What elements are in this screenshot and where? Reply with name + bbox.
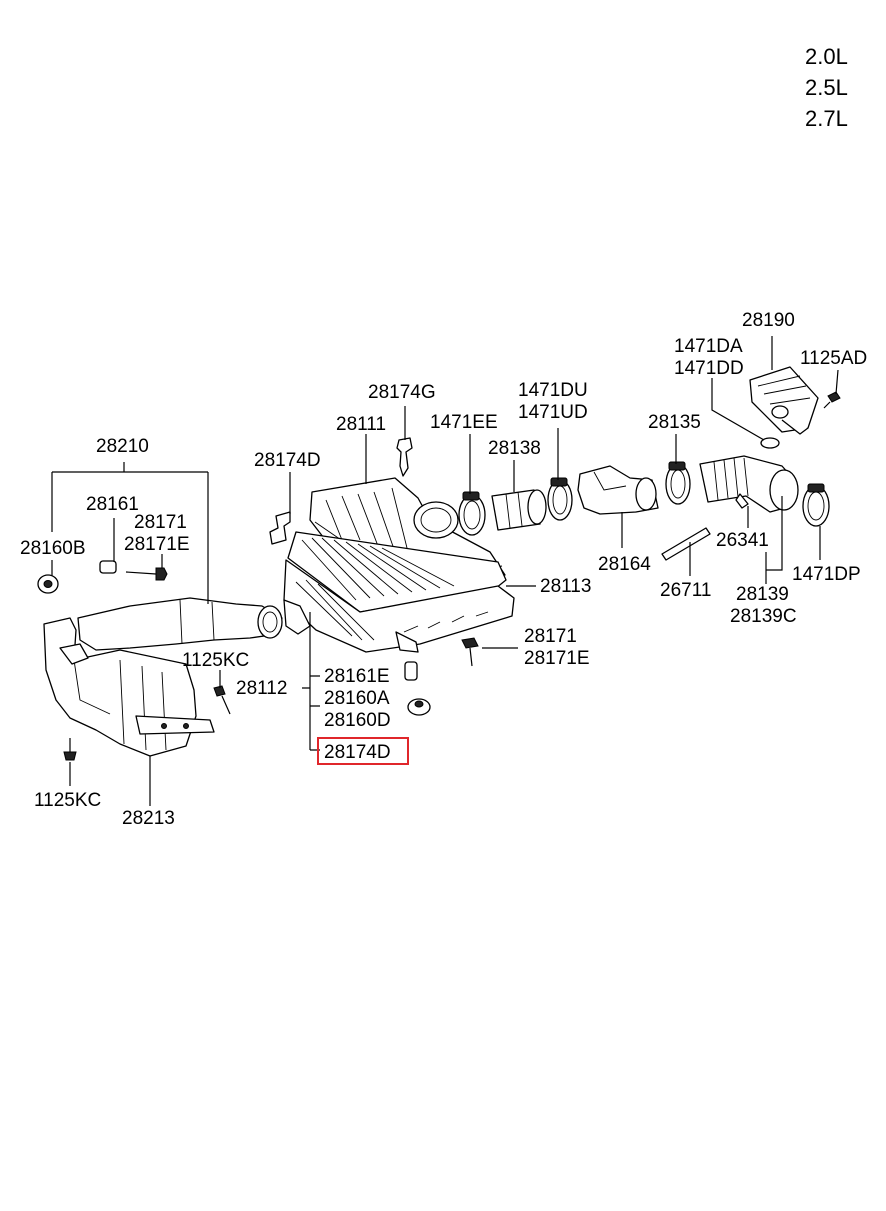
intake-duct-part (77, 597, 283, 651)
callout-1471dd[interactable]: 1471DD (674, 358, 744, 379)
sensor-adapter-28164-part (577, 465, 659, 515)
bolt-28171-left-part (125, 567, 168, 581)
bolt-1125ad-part (823, 391, 841, 409)
callout-1125kc-mid[interactable]: 1125KC (182, 650, 249, 671)
clamp-1471du-part (547, 477, 573, 521)
callout-28160a[interactable]: 28160A (324, 688, 390, 709)
breather-hose-26711-part (661, 527, 711, 561)
callout-26341[interactable]: 26341 (716, 530, 769, 551)
engine-variant-2-0: 2.0L (805, 44, 848, 69)
callout-28171-left[interactable]: 28171 (134, 512, 187, 533)
callout-28112[interactable]: 28112 (236, 678, 287, 699)
clamp-28135-part (665, 461, 691, 505)
callout-28174d-highlighted[interactable]: 28174D (324, 742, 391, 763)
callout-28213[interactable]: 28213 (122, 808, 175, 829)
engine-variant-2-5: 2.5L (805, 75, 848, 100)
grommet-28160a-part (407, 698, 431, 716)
callout-labels: 28190 1471DA 1471DD 1125AD 28174G 1471DU… (20, 310, 867, 829)
leader-lines (51, 336, 839, 806)
callout-28190[interactable]: 28190 (742, 310, 795, 331)
air-intake-hose-28139-part (699, 455, 799, 513)
callout-28139[interactable]: 28139 (736, 584, 789, 605)
callout-28138[interactable]: 28138 (488, 438, 541, 459)
bolt-1125kc-bottom-part (63, 738, 77, 761)
resonator-cover-part (749, 366, 819, 435)
air-cleaner-lower-case-part (283, 559, 515, 653)
bracket-28174d-part (269, 511, 291, 545)
resonator-box-part (43, 617, 215, 757)
callout-1125ad[interactable]: 1125AD (800, 348, 867, 369)
callout-28161[interactable]: 28161 (86, 494, 139, 515)
callout-1471du[interactable]: 1471DU (518, 380, 588, 401)
callout-28161e[interactable]: 28161E (324, 666, 390, 687)
callout-28139c[interactable]: 28139C (730, 606, 797, 627)
callout-28174g[interactable]: 28174G (368, 382, 436, 403)
selected-part-highlight-box (317, 737, 409, 765)
callout-1471ee[interactable]: 1471EE (430, 412, 498, 433)
bolt-28171-right-part (461, 637, 479, 667)
o-ring-part (760, 437, 780, 449)
bolt-1125kc-mid-part (213, 685, 231, 715)
hose-28138-part (491, 489, 547, 531)
engine-variant-list: 2.0L 2.5L 2.7L (805, 44, 848, 131)
collar-28161e-part (404, 661, 418, 681)
callout-1471dp[interactable]: 1471DP (792, 564, 861, 585)
callout-28135[interactable]: 28135 (648, 412, 701, 433)
callout-1471da[interactable]: 1471DA (674, 336, 743, 357)
clip-28174g-part (396, 437, 413, 477)
engine-variant-2-7: 2.7L (805, 106, 848, 131)
callout-28111[interactable]: 28111 (336, 414, 386, 435)
callout-28171e-left[interactable]: 28171E (124, 534, 190, 555)
callout-28174d-top[interactable]: 28174D (254, 450, 321, 471)
callout-1125kc-bottom[interactable]: 1125KC (34, 790, 101, 811)
clamp-1471dp-part (802, 483, 830, 527)
callout-1471ud[interactable]: 1471UD (518, 402, 588, 423)
callout-28113[interactable]: 28113 (540, 576, 591, 597)
callout-28164[interactable]: 28164 (598, 554, 651, 575)
callout-28171e-right[interactable]: 28171E (524, 648, 590, 669)
callout-26711[interactable]: 26711 (660, 580, 711, 601)
callout-28160b[interactable]: 28160B (20, 538, 86, 559)
grommet-28160b-part (37, 574, 59, 594)
collar-28161-part (99, 560, 117, 574)
clamp-1471ee-part (458, 491, 486, 536)
callout-28171-right[interactable]: 28171 (524, 626, 577, 647)
callout-28210[interactable]: 28210 (96, 436, 149, 457)
callout-28160d[interactable]: 28160D (324, 710, 391, 731)
